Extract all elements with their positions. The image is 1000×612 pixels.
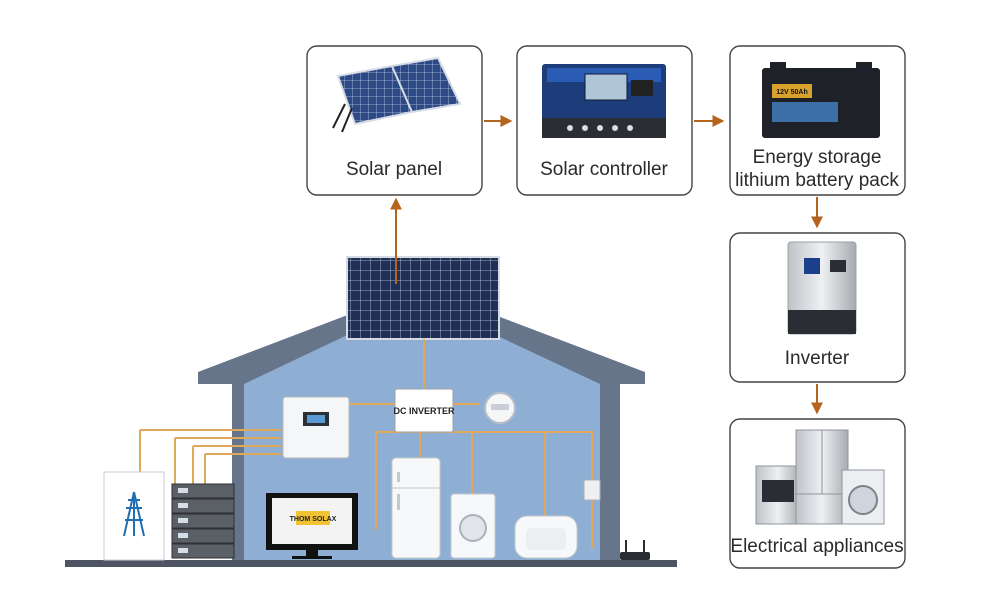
node-battery: 12V 50Ah Energy storage lithium battery … [729,45,906,196]
washing-machine-device [450,493,496,559]
hybrid-inverter-device [282,396,350,459]
dc-inverter-device: DC INVERTER [393,388,455,433]
node-solar-controller: Solar controller [516,45,693,196]
armchair [514,515,578,559]
roof-solar-panel [346,256,500,340]
tv-device: THOM SOLAX [266,493,358,559]
solar-panel-label: Solar panel [346,159,442,180]
node-solar-panel: Solar panel [306,45,483,196]
house-wiring [139,339,593,548]
battery-label-line1: Energy storage [753,147,882,168]
charge-controller-icon [542,64,666,138]
tv-screen-text: THOM SOLAX [290,516,337,523]
wall-socket [583,479,601,501]
refrigerator-device [391,457,441,559]
inverter-label: Inverter [785,348,850,369]
battery-label-line2: lithium battery pack [735,170,899,191]
appliances-icon [755,429,885,525]
ground-line [65,560,677,567]
battery-badge: 12V 50Ah [776,89,808,96]
solar-controller-label: Solar controller [540,159,668,180]
solar-panel-icon [332,56,462,133]
battery-icon: 12V 50Ah [762,62,880,138]
node-inverter: Inverter [729,232,906,383]
node-appliances: Electrical appliances [729,418,906,569]
battery-stack-device [171,483,235,559]
inverter-icon [787,241,857,335]
flow-arrows [484,115,823,415]
router-device [620,540,650,560]
dc-inverter-label: DC INVERTER [393,406,455,416]
appliances-label: Electrical appliances [730,536,903,557]
smart-meter-device [484,392,516,424]
grid-pylon-cabinet [103,471,165,561]
